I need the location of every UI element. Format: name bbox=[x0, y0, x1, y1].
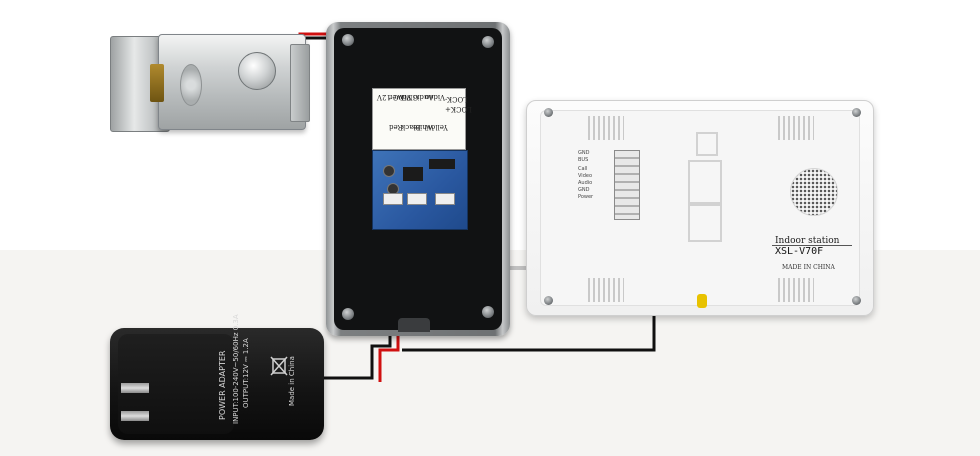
terminal-label-gnd2: GND bbox=[578, 187, 589, 193]
connector bbox=[407, 193, 427, 205]
chip bbox=[429, 159, 455, 169]
screw-icon bbox=[342, 308, 354, 320]
recycle-bin-icon bbox=[268, 354, 290, 376]
plug-prong bbox=[121, 411, 149, 421]
terminal-block bbox=[614, 150, 640, 220]
lock-latch bbox=[150, 64, 164, 102]
mount-slot bbox=[696, 132, 718, 156]
warranty-sticker bbox=[697, 294, 707, 308]
sticker-black: Black bbox=[401, 123, 421, 131]
vent-slots bbox=[778, 278, 814, 302]
circuit-board bbox=[372, 150, 468, 230]
screw-icon bbox=[852, 296, 861, 305]
terminal-label-audio: Audio bbox=[578, 180, 592, 186]
screw-icon bbox=[482, 36, 494, 48]
plug-prong bbox=[121, 383, 149, 393]
wiring-sticker: LOCK- LOCK+ Video Audio GND Power Yellow… bbox=[372, 88, 466, 150]
terminal-label-bus: BUS bbox=[578, 157, 588, 163]
terminal-label-call: Call bbox=[578, 166, 587, 172]
adapter-output-spec: OUTPUT:12V ⎓ 1.2A bbox=[242, 338, 251, 408]
chip bbox=[403, 167, 423, 181]
sticker-dc12v: DC 12V bbox=[377, 93, 404, 101]
screw-icon bbox=[482, 306, 494, 318]
adapter-title: POWER ADAPTER bbox=[218, 351, 227, 420]
screw-icon bbox=[544, 296, 553, 305]
screw-icon bbox=[342, 34, 354, 46]
screw-icon bbox=[544, 108, 553, 117]
mount-slot bbox=[688, 202, 722, 242]
monitor-model: XSL-V70F bbox=[775, 246, 823, 257]
adapter-input-spec: INPUT:100-240V~50/60Hz 0.3A bbox=[232, 314, 240, 424]
lock-logo-emblem bbox=[180, 64, 202, 106]
vent-slots bbox=[588, 116, 624, 140]
vent-slots bbox=[588, 278, 624, 302]
vent-slots bbox=[778, 116, 814, 140]
camera-cable-notch bbox=[398, 318, 430, 332]
terminal-label-gnd: GND bbox=[578, 150, 589, 156]
mount-slot bbox=[688, 160, 722, 206]
speaker-grille bbox=[790, 168, 838, 216]
capacitor bbox=[383, 165, 395, 177]
lock-mount-tab bbox=[290, 44, 310, 122]
sticker-lock-plus: LOCK+ bbox=[445, 105, 472, 113]
lock-knob bbox=[238, 52, 276, 90]
terminal-label-video: Video bbox=[578, 173, 592, 179]
sticker-lock-minus: LOCK- bbox=[445, 95, 468, 103]
monitor-made-in: MADE IN CHINA bbox=[782, 264, 835, 271]
connector bbox=[435, 193, 455, 205]
screw-icon bbox=[852, 108, 861, 117]
sticker-red: Red bbox=[389, 123, 403, 131]
connector bbox=[383, 193, 403, 205]
terminal-label-power: Power bbox=[578, 194, 593, 200]
